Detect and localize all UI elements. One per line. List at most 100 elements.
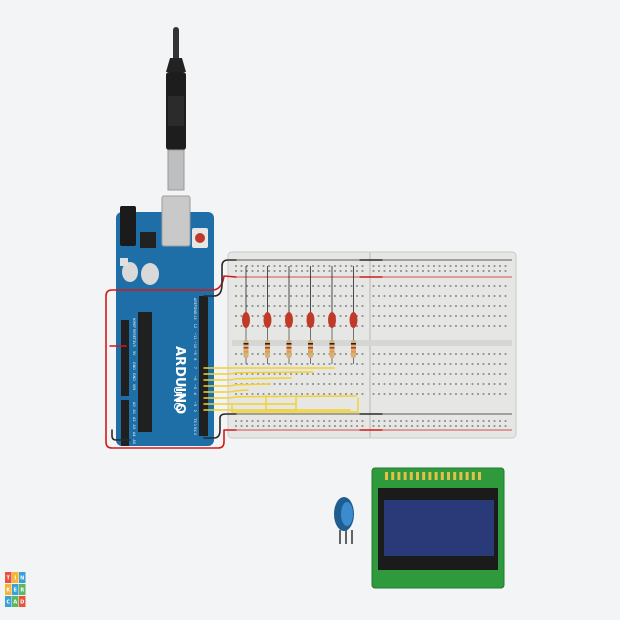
pin-label: ~5 [193, 384, 197, 389]
pin-label: RX 0 [193, 427, 197, 435]
led-resistor-array[interactable] [242, 266, 358, 364]
reset-button [195, 233, 205, 243]
lcd-pin [447, 472, 450, 480]
resistor [308, 340, 313, 358]
resistor-band [329, 343, 335, 345]
logo-tile [5, 584, 12, 595]
wire [203, 413, 237, 439]
resistor-band [351, 351, 356, 353]
logo-tile [5, 572, 12, 583]
resistor-band [265, 347, 270, 349]
wire [125, 275, 237, 291]
lcd-module[interactable] [371, 467, 505, 589]
pin-label: 4 [193, 393, 197, 395]
logo-letter: D [20, 600, 24, 606]
logo-letter: A [13, 600, 17, 606]
board-brand: ARDUINO [172, 346, 187, 414]
lcd-pin-header [385, 472, 481, 480]
lcd-pin [434, 472, 438, 480]
pin-label: ~11 [193, 332, 197, 339]
pin-label: GND [193, 307, 197, 315]
resistor [351, 340, 356, 358]
breadboard-holes [235, 265, 507, 427]
pin-label: VIN [132, 384, 136, 390]
power-header [121, 320, 129, 396]
logo-letter: C [6, 600, 10, 606]
wire [231, 397, 359, 413]
lcd-pin [459, 472, 463, 480]
lcd-pin [478, 472, 481, 480]
pin-label: GND [132, 373, 136, 381]
logo-tile [5, 596, 12, 607]
pin-label: A0 [132, 402, 136, 406]
lcd-pin [465, 472, 469, 480]
logo-letter: K [6, 588, 11, 594]
logo-tile [12, 572, 19, 583]
resistor-band [265, 343, 270, 345]
logo-letter: T [7, 576, 11, 582]
resistor-band [351, 347, 356, 349]
pin-label: GND [132, 362, 136, 370]
lcd-pin [440, 472, 444, 480]
wire [203, 377, 292, 381]
logo-letter: E [14, 588, 18, 594]
arduino-uno-board[interactable]: ARDUINO UNO AREFGND1312~11~10~987~6~54~3… [116, 195, 214, 446]
analog-header [121, 400, 129, 446]
resistor-band [286, 343, 292, 345]
pin-label: 8 [193, 358, 197, 360]
pin-label: 5V [132, 351, 136, 356]
pin-label: A1 [132, 410, 136, 414]
lcd-pin [403, 472, 407, 480]
potentiometer[interactable] [334, 497, 354, 544]
digital-header [199, 296, 208, 436]
wires[interactable] [105, 259, 383, 449]
wire [203, 395, 357, 399]
pin-label: AREF [193, 298, 197, 307]
pin-label: 12 [193, 324, 197, 328]
logo-tile [12, 584, 19, 595]
led [242, 312, 250, 328]
resistor-band [286, 347, 292, 349]
logo-tile [12, 596, 19, 607]
resistor-band [243, 347, 249, 349]
pin-label: A3 [132, 425, 136, 429]
wire [265, 395, 297, 411]
logo-tile [19, 572, 26, 583]
pin-label: ~9 [193, 350, 197, 355]
logo-tile [19, 584, 26, 595]
logo-letter: I [14, 576, 16, 582]
lcd-screen [384, 500, 494, 556]
logo-tile [19, 596, 26, 607]
resistor [243, 340, 249, 358]
board-model: UNO [171, 386, 184, 411]
wire [203, 383, 271, 387]
center-channel [232, 340, 512, 346]
lcd-pin [409, 472, 413, 480]
logo-letter: R [20, 588, 24, 594]
logo-letter: N [20, 576, 24, 582]
resistor-band [243, 343, 249, 345]
resistor-band [308, 347, 313, 349]
resistor-band [286, 351, 292, 353]
pin-label: TX 1 [193, 417, 197, 426]
resistor [329, 340, 335, 358]
lcd-pin [397, 472, 401, 480]
resistor-band [351, 343, 356, 345]
resistor [286, 340, 292, 358]
resistor-band [243, 351, 249, 353]
pin-label: 2 [193, 410, 197, 412]
lcd-pin [428, 472, 432, 480]
pin-label: ~6 [193, 375, 197, 380]
led [349, 312, 358, 328]
lcd-pin [391, 472, 395, 480]
usb-cable[interactable] [166, 27, 186, 191]
lcd-pin [471, 472, 475, 480]
power-jack [120, 206, 136, 246]
wire [111, 429, 131, 441]
pin-label: 3V3 [132, 340, 136, 347]
resistor-band [308, 351, 313, 353]
